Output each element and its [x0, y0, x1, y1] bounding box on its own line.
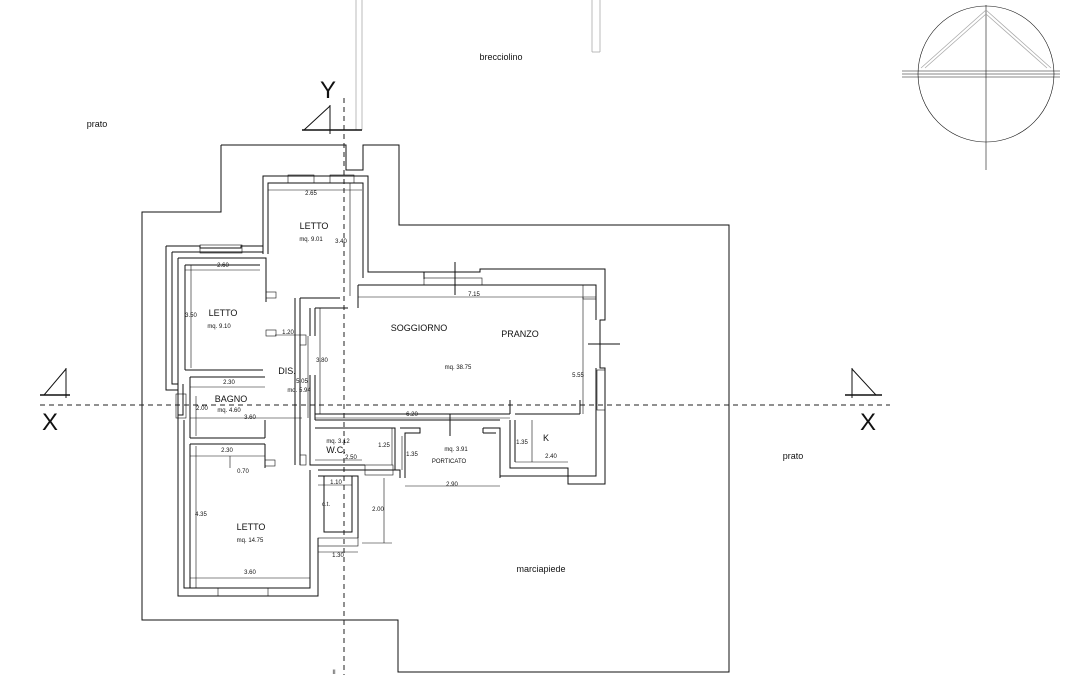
dim-label: 5.55 [572, 373, 584, 379]
section-marker-icon [40, 368, 70, 398]
dim-label: 3.80 [316, 358, 328, 364]
dim-label: 2.40 [545, 454, 557, 460]
axis-label-x-left: X [42, 409, 58, 436]
dimension-lines [185, 183, 596, 588]
label-prato-left: prato [87, 119, 108, 129]
dim-label: 3.60 [244, 570, 256, 576]
room-area-letto-left: mq. 9.10 [207, 324, 231, 330]
room-name-letto-left: LETTO [209, 308, 238, 318]
room-name-ct: c.t. [322, 502, 330, 508]
dim-label: 2.00 [372, 507, 384, 513]
room-name-k: K [543, 433, 549, 443]
axis-label-y: Y [320, 77, 336, 104]
dim-label: 3.40 [335, 239, 347, 245]
label-marciapiede: marciapiede [516, 564, 565, 574]
dim-label: 1.35 [406, 452, 418, 458]
axis-label-x-right: X [860, 409, 876, 436]
dim-label: 0.70 [237, 469, 249, 475]
room-area-soggiorno: mq. 38.75 [445, 365, 472, 371]
dim-label: 2.30 [221, 448, 233, 454]
north-arrow-icon [902, 5, 1060, 170]
dim-label: 5.05 [296, 379, 308, 385]
exterior-walls [165, 174, 606, 597]
dim-label: 3.60 [244, 415, 256, 421]
room-area-bagno: mq. 4.60 [217, 408, 241, 414]
room-area-dis: mq. 5.94 [287, 388, 311, 394]
dim-label: 2.90 [446, 482, 458, 488]
room-name-soggiorno: SOGGIORNO [391, 323, 448, 333]
dim-label: 2.30 [223, 380, 235, 386]
room-name-letto-top: LETTO [300, 221, 329, 231]
dim-label: 1.25 [378, 443, 390, 449]
dim-label: 2.65 [305, 191, 317, 197]
room-name-porticato: PORTICATO [432, 459, 467, 465]
dim-label: 1.30 [332, 553, 344, 559]
dim-label: 2.60 [217, 263, 229, 269]
section-marker-icon [845, 368, 882, 398]
axis-label-section: II [332, 670, 336, 675]
dim-label: 1.10 [330, 480, 342, 486]
room-area-letto-bottom: mq. 14.75 [237, 538, 264, 544]
lot-boundary [141, 144, 730, 673]
room-name-wc: W.C. [326, 445, 346, 455]
room-area-porticato: mq. 3.91 [444, 447, 468, 453]
dim-label: 1.35 [516, 440, 528, 446]
room-name-bagno: BAGNO [215, 394, 248, 404]
room-area-wc: mq. 3.12 [326, 439, 350, 445]
room-name-letto-bottom: LETTO [237, 522, 266, 532]
room-name-dis: DIS. [278, 366, 296, 376]
room-name-pranzo: PRANZO [501, 329, 539, 339]
dim-label: 1.20 [282, 330, 294, 336]
dim-label: 2.00 [196, 406, 208, 412]
dim-label: 3.50 [185, 313, 197, 319]
dim-label: 7.15 [468, 292, 480, 298]
dim-label: 2.50 [345, 455, 357, 461]
section-marker-icon [302, 105, 362, 134]
label-prato-right: prato [783, 451, 804, 461]
dim-label: 4.35 [195, 512, 207, 518]
label-brecciolino: brecciolino [479, 52, 522, 62]
dim-label: 6.20 [406, 412, 418, 418]
room-area-letto-top: mq. 9.01 [299, 237, 323, 243]
